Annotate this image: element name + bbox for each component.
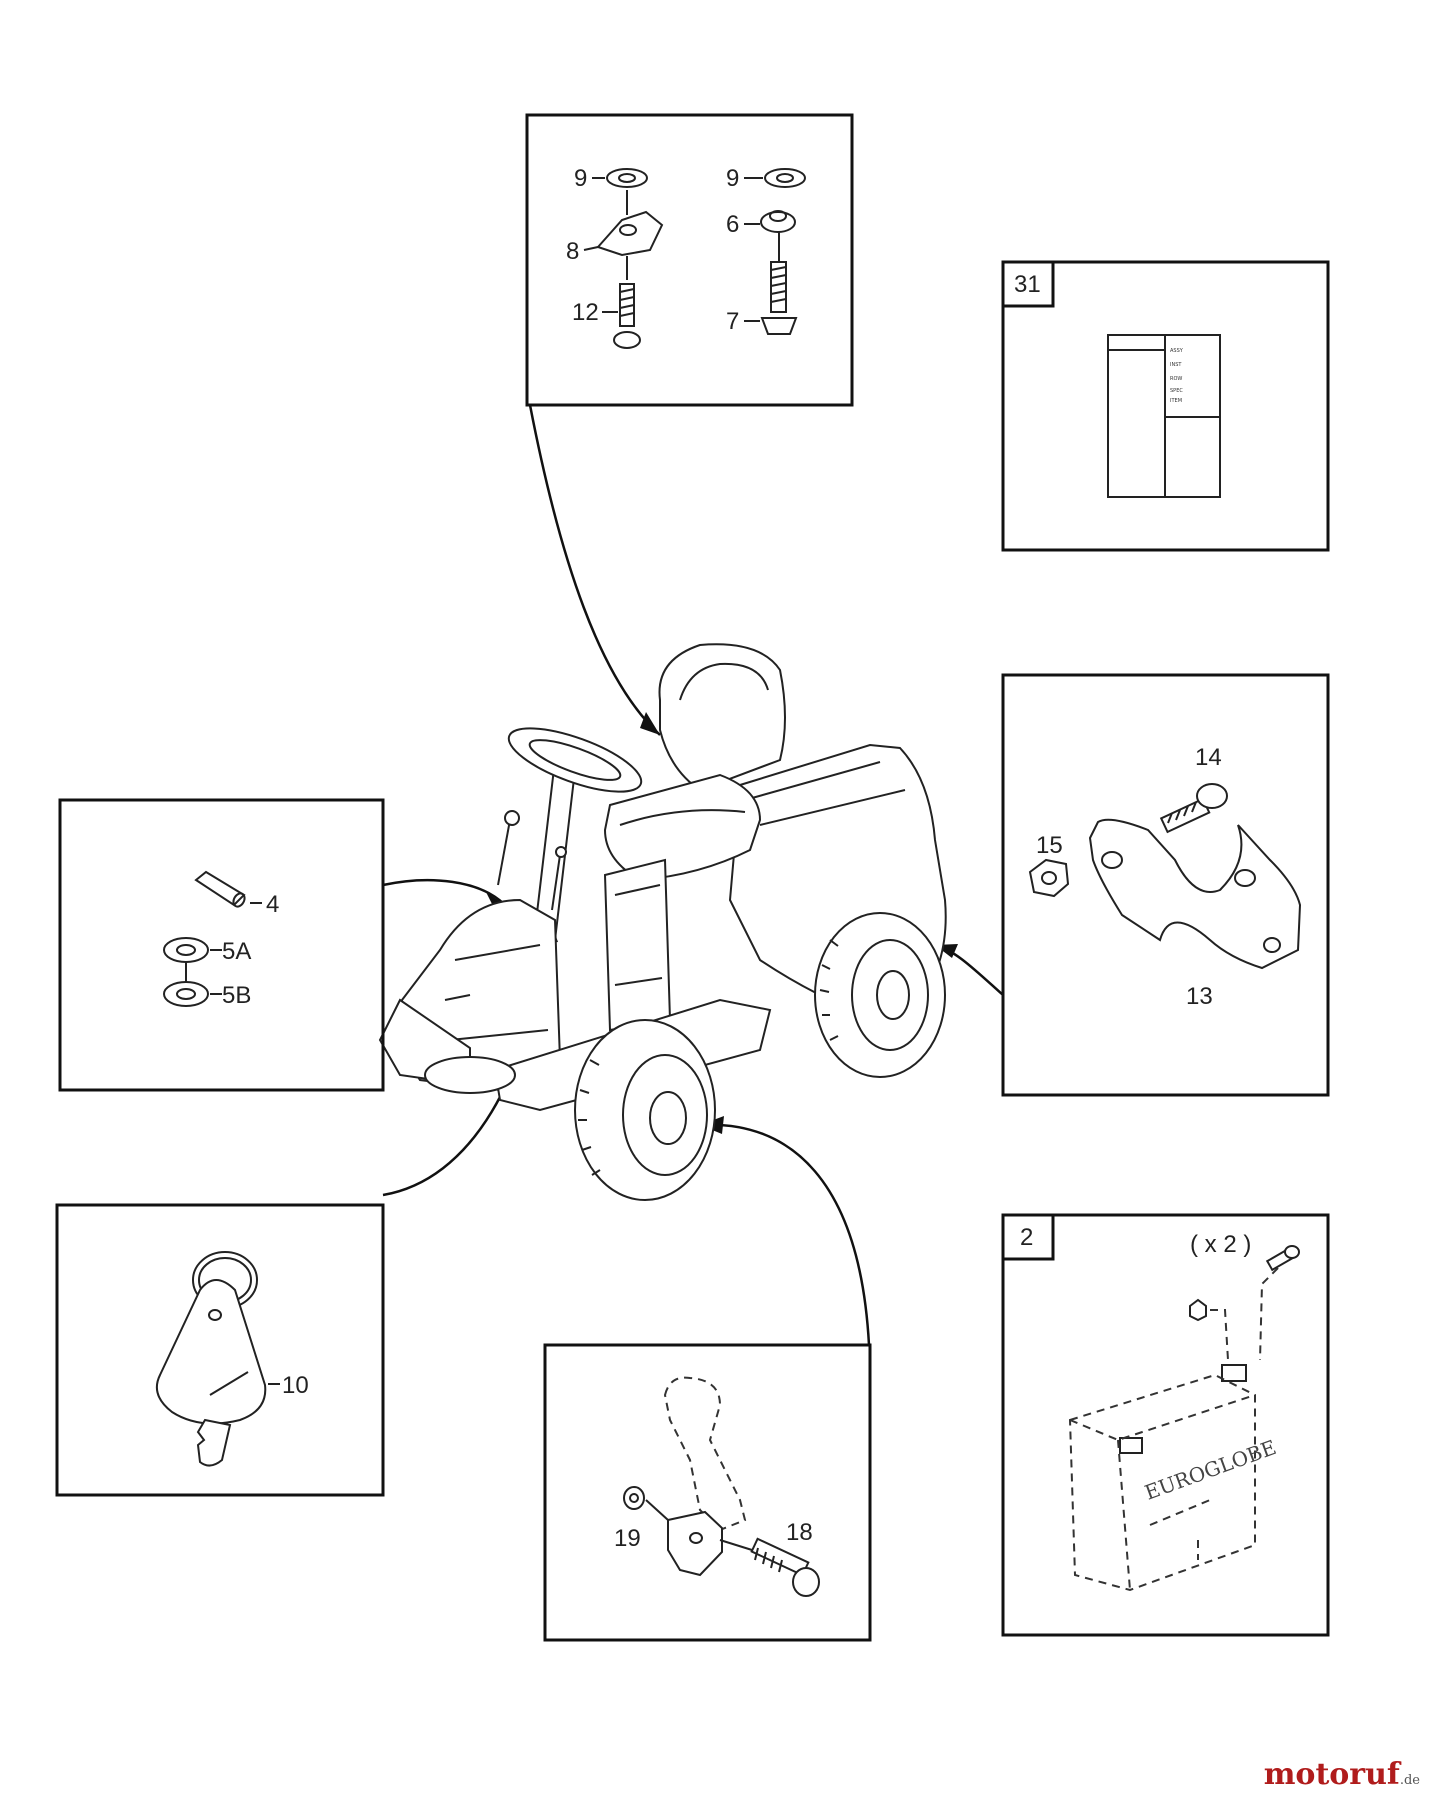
- knob-8: [596, 210, 664, 257]
- box-key: 10: [55, 1203, 385, 1497]
- label-9-right: 9: [726, 165, 739, 192]
- lever-outline: [663, 1376, 747, 1532]
- washer-5b: [163, 981, 209, 1007]
- battery-body: [1068, 1373, 1256, 1592]
- label-19: 19: [614, 1525, 641, 1552]
- box-bracket: 14 15 13: [1001, 673, 1330, 1097]
- label-8: 8: [566, 238, 579, 265]
- washer-9-right: [764, 168, 806, 188]
- key-blade: [196, 1418, 232, 1467]
- label-14: 14: [1195, 744, 1222, 771]
- label-13: 13: [1186, 983, 1213, 1010]
- key-fob-10: [156, 1279, 267, 1425]
- box-seat-hardware: 9 8 12 9 6 7: [525, 113, 854, 407]
- nut-15: [1028, 858, 1070, 898]
- watermark-suffix: .de: [1399, 1773, 1420, 1788]
- bracket-13: [1088, 818, 1302, 970]
- box-axle: 19 18: [543, 1343, 872, 1642]
- pin-4: [194, 870, 246, 907]
- decal-line: ASSY: [1170, 348, 1184, 354]
- label-18: 18: [786, 1519, 813, 1546]
- label-7: 7: [726, 308, 739, 335]
- battery-nut: [1189, 1298, 1207, 1322]
- decal-line: INST: [1170, 362, 1182, 368]
- tag-2: 2: [1020, 1224, 1033, 1251]
- label-4: 4: [266, 891, 279, 918]
- washer-19: [623, 1486, 645, 1510]
- label-15: 15: [1036, 832, 1063, 859]
- quantity-label: ( x 2 ): [1190, 1231, 1251, 1258]
- label-5b: 5B: [222, 982, 251, 1009]
- label-10: 10: [282, 1372, 309, 1399]
- box-battery: 2 ( x 2 ) EUROGLOBE: [1001, 1213, 1330, 1637]
- watermark: motoruf.de: [1264, 1757, 1420, 1792]
- battery-brand: EUROGLOBE: [1142, 1435, 1280, 1505]
- box-pin-washers: 4 5A 5B: [58, 798, 385, 1092]
- washer-9-left: [606, 168, 648, 188]
- label-5a: 5A: [222, 938, 251, 965]
- label-6: 6: [726, 211, 739, 238]
- washer-5a: [163, 937, 209, 963]
- box-decal: 31 ASSY INST ROW SPEC ITEM: [1001, 260, 1330, 552]
- tractor-illustration: [378, 643, 947, 1201]
- battery-terminal: [1221, 1364, 1247, 1382]
- decal-line: ROW: [1170, 376, 1182, 382]
- label-12: 12: [572, 299, 599, 326]
- decal-line: SPEC: [1170, 388, 1183, 394]
- tag-31: 31: [1014, 271, 1041, 298]
- battery-terminal: [1119, 1437, 1143, 1454]
- decal-line: ITEM: [1170, 398, 1182, 404]
- watermark-text: motoruf: [1263, 1757, 1400, 1792]
- label-9-left: 9: [574, 165, 587, 192]
